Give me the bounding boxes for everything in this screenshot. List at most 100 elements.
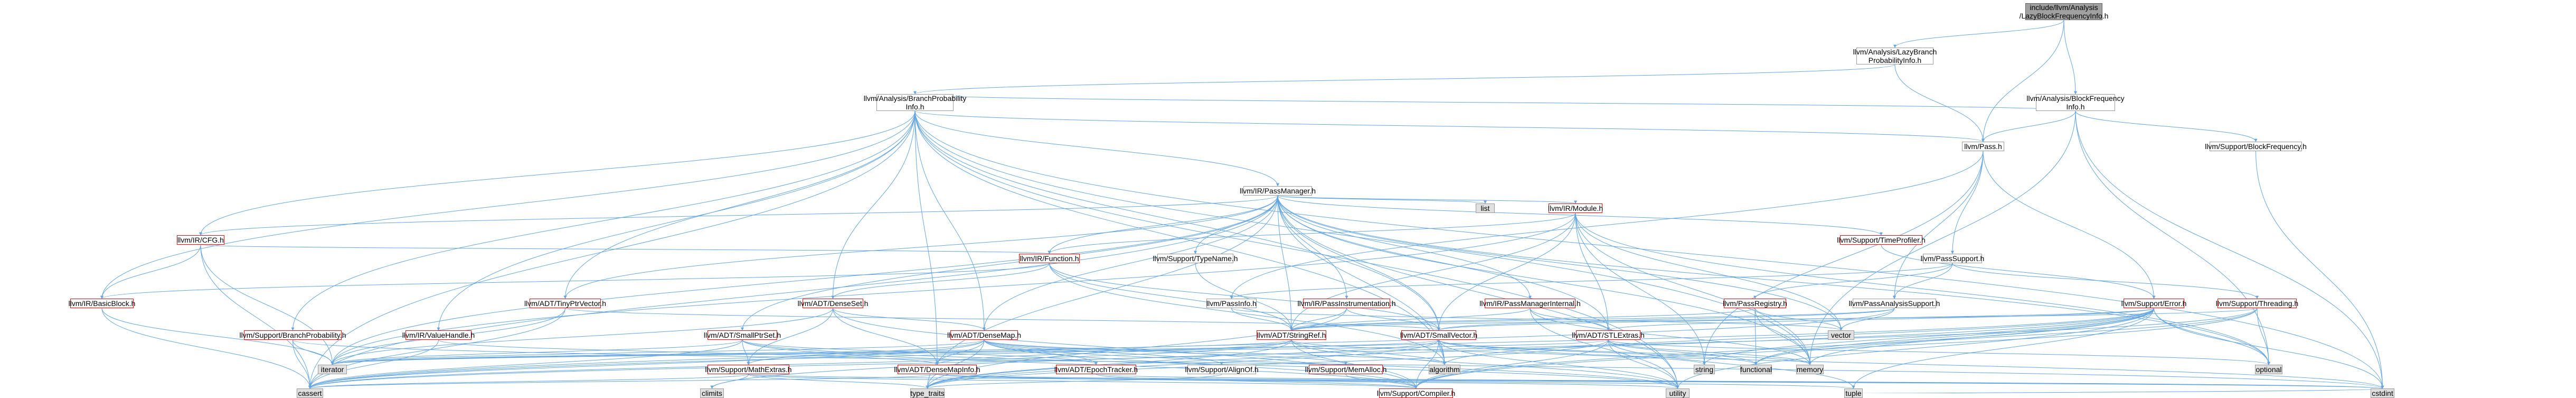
edge-bpi-to-pm <box>914 110 1279 187</box>
edge-bpi-to-memory <box>914 110 1811 365</box>
edge-passsupport-to-passinfo <box>1230 263 1953 299</box>
edge-bpi-to-algorithm <box>914 110 1446 365</box>
node-label: llvm/ADT/DenseSet.h <box>797 299 869 308</box>
node-error[interactable]: llvm/Support/Error.h <box>2121 299 2186 308</box>
node-label: algorithm <box>1429 365 1460 374</box>
edge-stlextras-to-typetraits <box>926 339 1609 389</box>
node-bb[interactable]: llvm/IR/BasicBlock.h <box>69 299 135 308</box>
node-label: llvm/Analysis/BranchProbability <box>863 94 967 103</box>
node-label: llvm/IR/Module.h <box>1548 204 1603 212</box>
node-densemap[interactable]: llvm/ADT/DenseMap.h <box>947 330 1021 340</box>
edge-pminternal-to-stringref <box>1290 308 1531 331</box>
edge-bpi-to-bb <box>100 110 916 299</box>
edge-timeprof-to-error <box>1881 244 2156 299</box>
node-typetraits: type_traits <box>910 388 945 398</box>
node-passreg[interactable]: llvm/PassRegistry.h <box>1723 299 1787 308</box>
node-densemapinfo[interactable]: llvm/ADT/DenseMapInfo.h <box>894 365 980 374</box>
edge-pas-to-vector <box>1839 308 1895 331</box>
node-sbf[interactable]: llvm/Support/BlockFrequency.h <box>2205 142 2307 151</box>
edge-passsupport-to-pas <box>1893 263 1953 299</box>
node-label: llvm/ADT/SmallVector.h <box>1400 331 1478 339</box>
edge-densemapinfo-to-tuple <box>937 374 1855 389</box>
edge-function-to-denseset <box>831 263 1050 299</box>
node-label: llvm/IR/PassManagerInternal.h <box>1479 299 1581 308</box>
edge-root-to-lbpi <box>1893 20 2064 48</box>
node-smallvector[interactable]: llvm/ADT/SmallVector.h <box>1400 330 1478 340</box>
edge-pm-to-smallvector <box>1277 195 1440 331</box>
node-label: llvm/Analysis/LazyBranch <box>1853 48 1937 56</box>
edge-passinfo-to-vector <box>1231 308 1843 331</box>
node-label: climits <box>702 389 722 397</box>
node-compiler[interactable]: llvm/Support/Compiler.h <box>1377 388 1455 398</box>
node-label: memory <box>1796 365 1824 374</box>
edge-pm-to-function <box>1048 195 1278 254</box>
node-mathextras[interactable]: llvm/Support/MathExtras.h <box>705 365 792 374</box>
edge-tinyptr-to-cassert <box>308 308 565 389</box>
edge-passreg-to-memory <box>1754 308 1811 365</box>
node-memalloc[interactable]: llvm/Support/MemAlloc.h <box>1305 365 1386 374</box>
edge-bb-to-iterator <box>101 308 334 365</box>
node-tinyptr[interactable]: llvm/ADT/TinyPtrVector.h <box>524 299 606 308</box>
node-stlextras[interactable]: llvm/ADT/STLExtras.h <box>1572 330 1645 340</box>
node-passsupport[interactable]: llvm/PassSupport.h <box>1921 254 1984 263</box>
edge-error-to-cassert <box>308 308 2154 389</box>
node-label: string <box>1695 365 1714 374</box>
edge-passinstr-to-stringref <box>1290 308 1347 331</box>
node-pass[interactable]: llvm/Pass.h <box>1962 142 2004 151</box>
node-sbp[interactable]: llvm/Support/BranchProbability.h <box>239 330 346 340</box>
edge-pm-to-vector <box>1277 195 1843 331</box>
node-label: llvm/Support/TypeName.h <box>1153 254 1238 263</box>
edge-pass-to-pas <box>1893 151 1984 299</box>
node-typename[interactable]: llvm/Support/TypeName.h <box>1153 254 1238 263</box>
edge-bpi-to-cstdint <box>914 110 2384 389</box>
edge-pm-to-utility <box>1277 195 1679 389</box>
node-epoch[interactable]: llvm/ADT/EpochTracker.h <box>1054 365 1138 374</box>
edge-denseset-to-mathextras <box>747 308 833 365</box>
edge-bpi-to-cfg <box>199 110 916 236</box>
edge-lbpi-to-pass <box>1894 64 1985 142</box>
node-function[interactable]: llvm/IR/Function.h <box>1019 254 1080 263</box>
edge-densemap-to-alignof <box>984 339 1223 365</box>
node-utility: utility <box>1666 388 1690 398</box>
edge-passreg-to-stringref <box>1290 308 1756 331</box>
node-pas[interactable]: llvm/PassAnalysisSupport.h <box>1849 299 1940 308</box>
edge-densemapinfo-to-utility <box>937 374 1679 389</box>
node-passinstr[interactable]: llvm/IR/PassInstrumentation.h <box>1298 299 1395 308</box>
node-pminternal[interactable]: llvm/IR/PassManagerInternal.h <box>1479 299 1581 308</box>
node-functional: functional <box>1740 365 1772 374</box>
edge-pass-to-passsupport <box>1951 151 1984 254</box>
node-root: include/llvm/Analysis/LazyBlockFrequency… <box>2020 3 2108 20</box>
node-denseset[interactable]: llvm/ADT/DenseSet.h <box>798 299 868 308</box>
edge-stlextras-to-iterator <box>331 339 1609 365</box>
node-module[interactable]: llvm/IR/Module.h <box>1548 203 1603 213</box>
node-passinfo[interactable]: llvm/PassInfo.h <box>1206 299 1257 308</box>
node-cstdint: cstdint <box>2371 388 2394 398</box>
edge-module-to-smallvector <box>1437 212 1576 331</box>
edge-densemap-to-iterator <box>331 339 985 365</box>
node-algorithm: algorithm <box>1429 365 1460 374</box>
node-label: llvm/Support/MathExtras.h <box>705 365 792 374</box>
node-cfg[interactable]: llvm/IR/CFG.h <box>177 235 224 245</box>
node-pm[interactable]: llvm/IR/PassManager.h <box>1240 186 1316 196</box>
node-stringref[interactable]: llvm/ADT/StringRef.h <box>1257 330 1326 340</box>
edge-typename-to-stringref <box>1195 263 1293 331</box>
edge-cfg-to-function <box>200 244 1051 254</box>
edge-error-to-compiler <box>1414 308 2154 389</box>
edge-smallvector-to-functional <box>1438 339 1758 365</box>
node-label: include/llvm/Analysis <box>2030 3 2098 12</box>
edge-bpi-to-pass <box>914 110 1985 142</box>
edge-module-to-iterator <box>331 212 1576 365</box>
edge-threading-to-compiler <box>1414 308 2258 389</box>
node-label: llvm/PassInfo.h <box>1206 299 1257 308</box>
node-valuehandle[interactable]: llvm/IR/ValueHandle.h <box>402 330 475 340</box>
node-smallptrset[interactable]: llvm/ADT/SmallPtrSet.h <box>704 330 781 340</box>
node-alignof[interactable]: llvm/Support/AlignOf.h <box>1185 365 1259 374</box>
node-timeprof[interactable]: llvm/Support/TimeProfiler.h <box>1837 235 1926 245</box>
node-threading[interactable]: llvm/Support/Threading.h <box>2216 299 2298 308</box>
edge-module-to-stlextras <box>1575 212 1610 331</box>
edge-pass-to-passinfo <box>1230 151 1984 299</box>
node-climits: climits <box>700 388 724 398</box>
